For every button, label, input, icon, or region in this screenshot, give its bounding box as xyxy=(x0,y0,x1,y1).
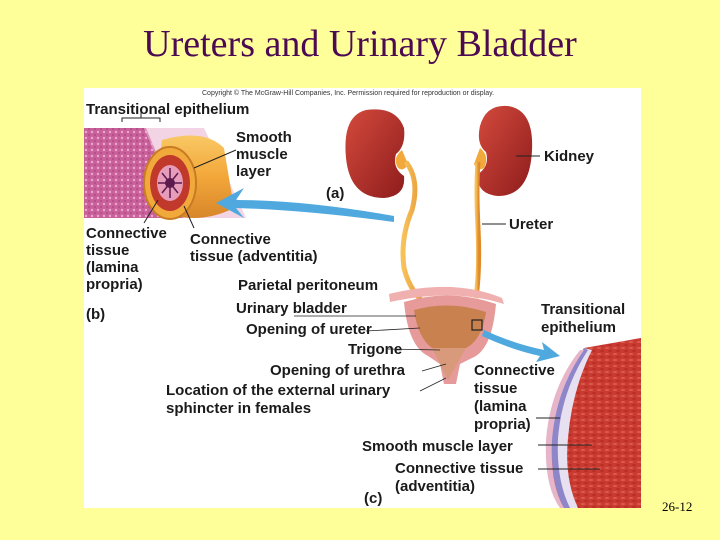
ureter-cross-section xyxy=(84,112,246,229)
label-kidney: Kidney xyxy=(544,148,595,165)
label-smooth-muscle-layer-c: Smooth muscle layer xyxy=(362,438,513,455)
urinary-system-figure: Copyright © The McGraw-Hill Companies, I… xyxy=(84,88,641,508)
label-part-a: (a) xyxy=(326,185,345,202)
label-ct-lamina-c-1: Connective xyxy=(474,362,555,379)
label-smooth-muscle-1: Smooth xyxy=(236,129,292,146)
label-ct-lamina-4: propria) xyxy=(86,276,143,293)
label-transitional-epithelium: Transitional epithelium xyxy=(86,101,250,118)
label-ct-lamina-1: Connective xyxy=(86,225,167,242)
label-ct-lamina-c-2: tissue xyxy=(474,380,518,397)
label-opening-of-ureter: Opening of ureter xyxy=(246,321,372,338)
slide-number: 26-12 xyxy=(662,499,693,514)
label-part-b: (b) xyxy=(86,306,106,323)
copyright-notice: Copyright © The McGraw-Hill Companies, I… xyxy=(202,90,495,97)
label-smooth-muscle-3: layer xyxy=(236,163,272,180)
label-transitional-epithelium-c-2: epithelium xyxy=(541,319,617,336)
label-sphincter-1: Location of the external urinary xyxy=(166,382,391,399)
label-transitional-epithelium-c-1: Transitional xyxy=(541,301,626,318)
label-parietal-peritoneum: Parietal peritoneum xyxy=(238,277,379,294)
arrow-to-cross-section xyxy=(216,188,394,222)
label-urinary-bladder: Urinary bladder xyxy=(236,300,347,317)
label-part-c: (c) xyxy=(364,490,383,507)
label-ct-adventitia-1: Connective xyxy=(190,231,271,248)
anatomy-illustration xyxy=(84,105,641,508)
label-ct-adventitia-c-1: Connective tissue xyxy=(395,460,524,477)
label-trigone: Trigone xyxy=(348,341,403,358)
urinary-bladder-illustration xyxy=(294,286,504,392)
label-ct-lamina-c-3: (lamina xyxy=(474,398,527,415)
label-sphincter-2: sphincter in females xyxy=(166,400,312,417)
kidneys xyxy=(345,105,540,198)
bladder-wall-detail xyxy=(536,338,641,508)
label-ct-adventitia-c-2: (adventitia) xyxy=(395,478,476,495)
label-smooth-muscle-2: muscle xyxy=(236,146,288,163)
slide-title: Ureters and Urinary Bladder xyxy=(143,23,577,65)
label-ct-adventitia-2: tissue (adventitia) xyxy=(190,248,318,265)
label-ct-lamina-3: (lamina xyxy=(86,259,139,276)
arrow-to-wall-detail xyxy=(482,330,560,362)
label-opening-of-urethra: Opening of urethra xyxy=(270,362,405,379)
label-ct-lamina-2: tissue xyxy=(86,242,130,259)
label-ct-lamina-c-4: propria) xyxy=(474,416,531,433)
label-ureter: Ureter xyxy=(509,216,554,233)
